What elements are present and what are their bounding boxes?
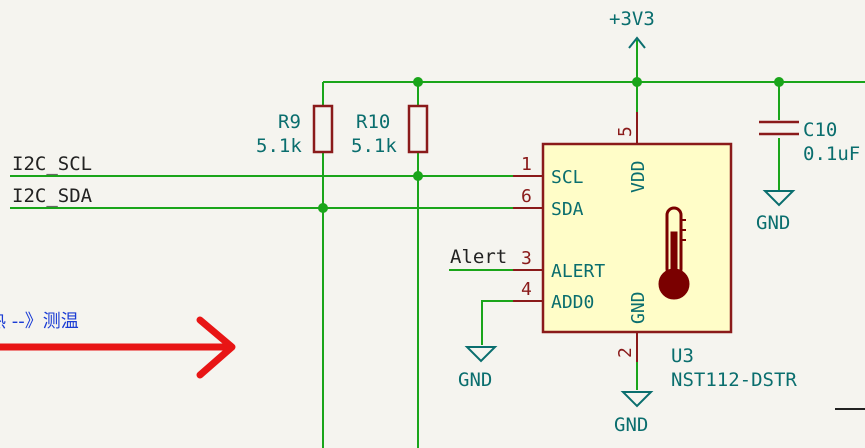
u3-pin-num-vdd: 5 (615, 126, 636, 137)
junction-vcc-r10 (413, 77, 423, 87)
vcc-label: +3V3 (609, 8, 655, 30)
r9-ref: R9 (278, 111, 301, 133)
net-label-alert: Alert (450, 246, 507, 268)
u3-pin-name-vdd: VDD (628, 160, 649, 193)
u3-pin-num-sda: 6 (521, 186, 532, 207)
gnd-symbol-u3: GND (614, 391, 654, 436)
junction-sda (318, 203, 328, 213)
junctions (318, 77, 784, 213)
annotation-note: 热 --》测温 (0, 311, 79, 332)
u3-ref: U3 (671, 345, 694, 367)
vcc-arrow-icon (628, 36, 646, 49)
net-label-scl: I2C_SCL (12, 153, 92, 175)
resistor-r9: R9 5.1k (256, 104, 334, 157)
gnd-symbol-add0: GND (458, 346, 498, 391)
u3-pin-num-add0: 4 (521, 279, 532, 300)
junction-scl (413, 171, 423, 181)
u3-body (541, 142, 733, 334)
u3-pin-num-gnd: 2 (615, 347, 636, 358)
r9-body (312, 104, 334, 154)
r10-value: 5.1k (351, 135, 397, 157)
u3-pin-num-alert: 3 (521, 248, 532, 269)
u3-pin-name-gnd: GND (628, 291, 649, 324)
u3-pin-num-scl: 1 (521, 154, 532, 175)
gnd-symbol-c10: GND (756, 190, 796, 234)
capacitor-c10: C10 0.1uF (759, 119, 860, 165)
gnd-add0-icon (464, 346, 498, 363)
u3-pin-name-sda: SDA (551, 199, 584, 220)
c10-ref: C10 (803, 119, 837, 141)
r9-value: 5.1k (256, 135, 302, 157)
junction-vcc-vdd (632, 77, 642, 87)
c10-value: 0.1uF (803, 143, 860, 165)
r10-body (407, 104, 429, 154)
gnd-c10-icon (762, 190, 796, 207)
thermometer-icon (658, 206, 690, 300)
resistor-r10: R10 5.1k (351, 104, 429, 157)
ic-u3: 1 6 3 4 5 2 SCL SDA ALERT ADD0 VDD GND U… (513, 112, 797, 391)
annotation-arrow-icon (0, 316, 236, 379)
u3-pin-name-scl: SCL (551, 167, 584, 188)
gnd-u3-label: GND (614, 414, 648, 436)
net-label-sda: I2C_SDA (12, 185, 93, 207)
u3-part: NST112-DSTR (671, 369, 797, 391)
gnd-c10-label: GND (756, 212, 790, 234)
add0-wire (481, 300, 543, 345)
junction-vcc-c10 (774, 77, 784, 87)
u3-pin-name-alert: ALERT (551, 261, 605, 282)
r10-ref: R10 (356, 111, 390, 133)
vcc-symbol: +3V3 (609, 8, 655, 49)
gnd-u3-icon (620, 391, 654, 408)
gnd-add0-label: GND (458, 369, 492, 391)
u3-pin-name-add0: ADD0 (551, 292, 594, 313)
